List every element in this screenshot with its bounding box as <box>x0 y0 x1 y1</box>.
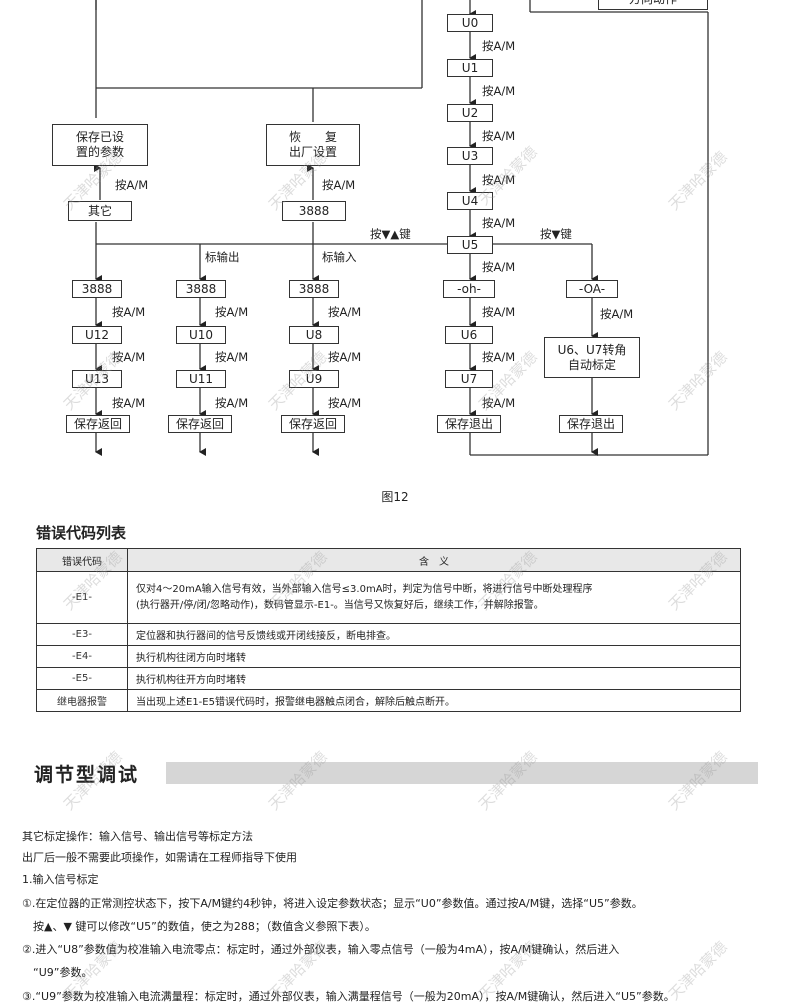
figure-caption: 图12 <box>381 490 409 504</box>
table-row: -E4- 执行机构往闭方向时堵转 <box>36 645 741 668</box>
body-line: 按▲、▼ 键可以修改“U5”的数值，使之为288；（数值含义参照下表）。 <box>22 920 376 933</box>
error-table-title: 错误代码列表 <box>36 524 127 542</box>
flow-col5-node: 保存退出 <box>559 415 623 433</box>
flow-label-press-am: 按A/M <box>328 396 362 410</box>
body-line: ③.“U9”参数为校准输入电流满量程：标定时，通过外部仪表，输入满量程信号（一般… <box>22 990 675 1003</box>
flow-label-press-am: 按A/M <box>322 178 356 192</box>
flow-col5-node: -OA- <box>566 280 618 298</box>
body-line: 1.输入信号标定 <box>22 873 99 886</box>
body-line: 出厂后一般不需要此项操作，如需请在工程师指导下使用 <box>22 851 297 864</box>
error-code: -E4- <box>36 645 128 668</box>
flow-label-press-am: 按A/M <box>115 178 149 192</box>
flow-label-press-am: 按A/M <box>482 129 516 143</box>
flow-label-press-down: 按▼键 <box>540 227 572 241</box>
error-code-table: 错误代码 含 义 -E1- 仅对4～20mA输入信号有效，当外部输入信号≤3.0… <box>36 548 741 712</box>
flow-col3-node: 3888 <box>289 280 339 298</box>
flow-node-u1: U1 <box>447 59 493 77</box>
flow-label-press-updown: 按▼▲键 <box>370 227 411 241</box>
flow-col3-node: U8 <box>289 326 339 344</box>
flow-col2-node: 保存返回 <box>168 415 232 433</box>
flowchart-connectors <box>94 0 709 456</box>
flow-label-press-am: 按A/M <box>328 305 362 319</box>
flow-box-top-right: 方向动作 <box>598 0 708 10</box>
flow-label-press-am: 按A/M <box>112 305 146 319</box>
flow-col2-node: 3888 <box>176 280 226 298</box>
flow-col1-node: U12 <box>72 326 122 344</box>
flow-col4-node: U7 <box>445 370 493 388</box>
flow-node-u4: U4 <box>447 192 493 210</box>
flow-box-save-params: 保存已设 置的参数 <box>52 124 148 166</box>
flow-label-press-am: 按A/M <box>482 39 516 53</box>
flow-label-press-am: 按A/M <box>482 305 516 319</box>
error-code: -E1- <box>36 571 128 624</box>
error-code: -E3- <box>36 623 128 646</box>
section-title: 调节型调试 <box>34 764 140 786</box>
table-header: 错误代码 <box>36 548 128 572</box>
flow-label-press-am: 按A/M <box>112 396 146 410</box>
flow-label-press-am: 按A/M <box>482 173 516 187</box>
flow-col1-node: U13 <box>72 370 122 388</box>
error-code: 继电器报警 <box>36 689 128 712</box>
flow-col2-node: U11 <box>176 370 226 388</box>
flow-col5-node: U6、U7转角 自动标定 <box>544 337 640 378</box>
error-description: 执行机构往闭方向时堵转 <box>127 645 741 668</box>
flow-label-press-am: 按A/M <box>215 350 249 364</box>
flow-col4-node: 保存退出 <box>437 415 501 433</box>
table-header: 含 义 <box>127 548 741 572</box>
flow-label-press-am: 按A/M <box>112 350 146 364</box>
flow-node-u0: U0 <box>447 14 493 32</box>
flow-label-press-am: 按A/M <box>215 396 249 410</box>
flow-col3-node: U9 <box>289 370 339 388</box>
body-line: ①.在定位器的正常测控状态下，按下A/M键约4秒钟，将进入设定参数状态；显示“U… <box>22 897 643 910</box>
flow-label-input: 标输入 <box>322 250 357 264</box>
flow-label-press-am: 按A/M <box>215 305 249 319</box>
flow-col1-node: 3888 <box>72 280 122 298</box>
flow-node-u5: U5 <box>447 236 493 254</box>
section-title-bar <box>166 762 758 784</box>
error-description: 仅对4～20mA输入信号有效，当外部输入信号≤3.0mA时，判定为信号中断，将进… <box>127 571 741 624</box>
flow-label-press-am: 按A/M <box>328 350 362 364</box>
flow-label-press-am: 按A/M <box>482 350 516 364</box>
table-row: -E1- 仅对4～20mA输入信号有效，当外部输入信号≤3.0mA时，判定为信号… <box>36 571 741 624</box>
flow-node-u2: U2 <box>447 104 493 122</box>
table-row: -E5- 执行机构往开方向时堵转 <box>36 667 741 690</box>
flow-label-press-am: 按A/M <box>482 396 516 410</box>
error-description: 定位器和执行器间的信号反馈线或开闭线接反，断电排查。 <box>127 623 741 646</box>
body-line: ②.进入“U8”参数值为校准输入电流零点：标定时，通过外部仪表，输入零点信号（一… <box>22 943 620 956</box>
flow-col4-node: -oh- <box>443 280 495 298</box>
table-row: 继电器报警 当出现上述E1-E5错误代码时，报警继电器触点闭合，解除后触点断开。 <box>36 689 741 712</box>
flow-node-u3: U3 <box>447 147 493 165</box>
flow-box-other: 其它 <box>68 201 132 221</box>
flow-label-press-am: 按A/M <box>482 84 516 98</box>
flow-label-output: 标输出 <box>205 250 240 264</box>
error-code: -E5- <box>36 667 128 690</box>
flow-label-press-am: 按A/M <box>482 216 516 230</box>
error-description: 执行机构往开方向时堵转 <box>127 667 741 690</box>
body-line: “U9”参数。 <box>22 966 93 979</box>
flow-box-3888-top: 3888 <box>282 201 346 221</box>
flow-label-press-am: 按A/M <box>482 260 516 274</box>
flow-col4-node: U6 <box>445 326 493 344</box>
flow-col3-node: 保存返回 <box>281 415 345 433</box>
error-description: 当出现上述E1-E5错误代码时，报警继电器触点闭合，解除后触点断开。 <box>127 689 741 712</box>
flow-col1-node: 保存返回 <box>66 415 130 433</box>
flow-col2-node: U10 <box>176 326 226 344</box>
flow-box-restore-factory: 恢 复 出厂设置 <box>266 124 360 166</box>
table-row: -E3- 定位器和执行器间的信号反馈线或开闭线接反，断电排查。 <box>36 623 741 646</box>
body-line: 其它标定操作：输入信号、输出信号等标定方法 <box>22 830 253 843</box>
flow-label-press-am: 按A/M <box>600 307 634 321</box>
